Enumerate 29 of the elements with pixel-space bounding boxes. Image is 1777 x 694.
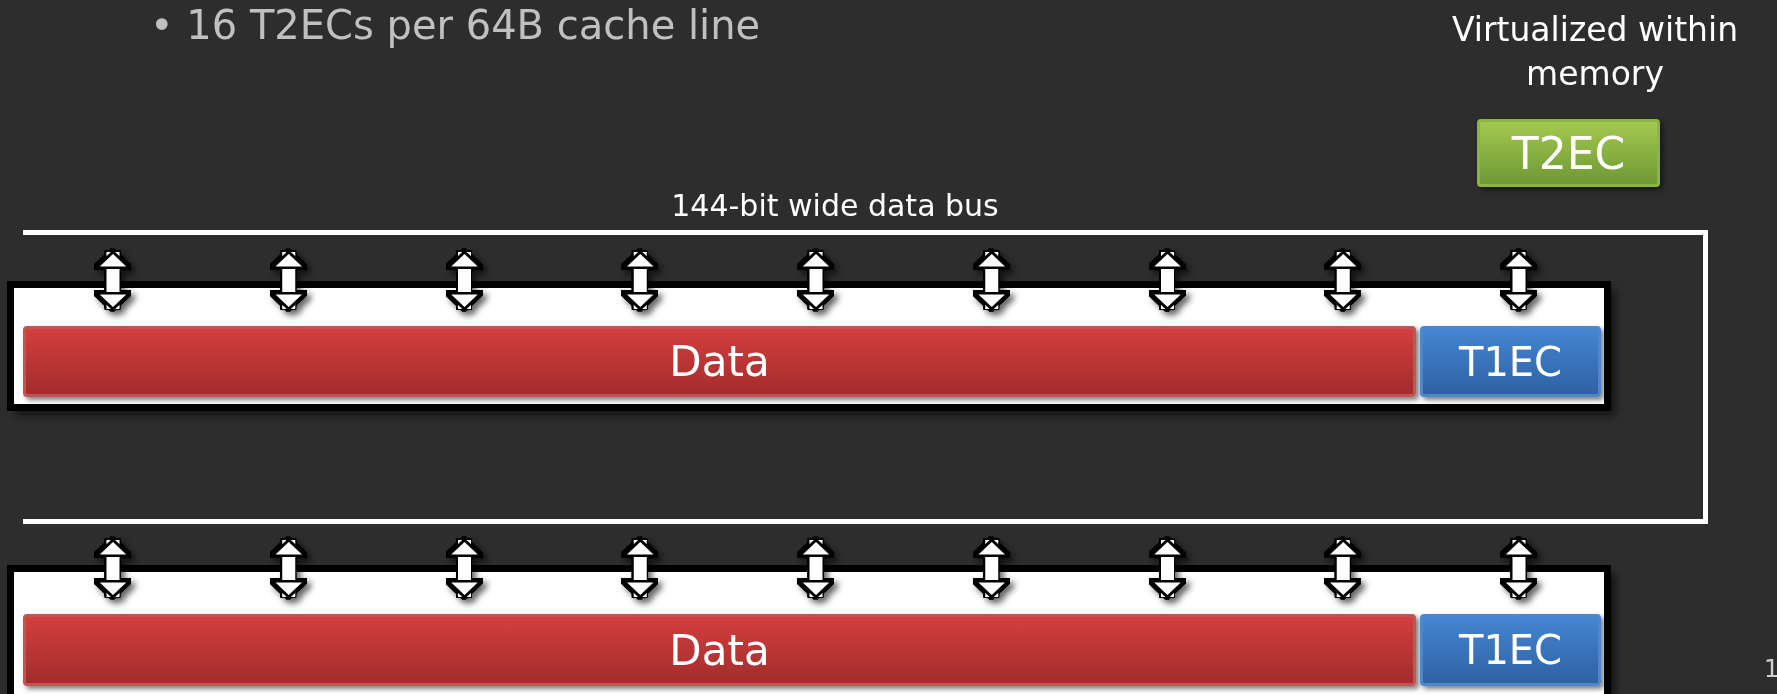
data-bus-line [23, 230, 1708, 524]
tier1-code-box: T1EC [1420, 614, 1601, 686]
double-arrow [621, 250, 659, 311]
double-arrow [973, 250, 1011, 311]
data-bar: Data [23, 614, 1416, 686]
double-arrow [797, 250, 835, 311]
memory-chip-box [9, 567, 1609, 694]
data-bar: Data [23, 326, 1416, 397]
double-arrow [270, 250, 308, 311]
tier2-code-box: T2EC [1477, 119, 1660, 187]
double-arrow [1500, 250, 1538, 311]
double-arrow [94, 250, 132, 311]
bus-label: 144-bit wide data bus [670, 187, 1000, 225]
bullet-point: • 16 T2ECs per 64B cache line [150, 2, 761, 48]
double-arrow [446, 538, 483, 599]
double-arrow [1500, 538, 1538, 599]
tier1-code-box: T1EC [1420, 326, 1601, 397]
double-arrow [621, 538, 659, 599]
storage-note: Virtualized within memory [1450, 9, 1740, 95]
double-arrow [1149, 250, 1186, 311]
double-arrow [270, 538, 308, 599]
double-arrow [1149, 538, 1186, 599]
double-arrow [1324, 538, 1362, 599]
double-arrow [94, 538, 132, 599]
double-arrow [797, 538, 835, 599]
double-arrow [1324, 250, 1362, 311]
page-number: 1 [1764, 655, 1777, 683]
double-arrow [446, 250, 483, 311]
double-arrow [973, 538, 1011, 599]
